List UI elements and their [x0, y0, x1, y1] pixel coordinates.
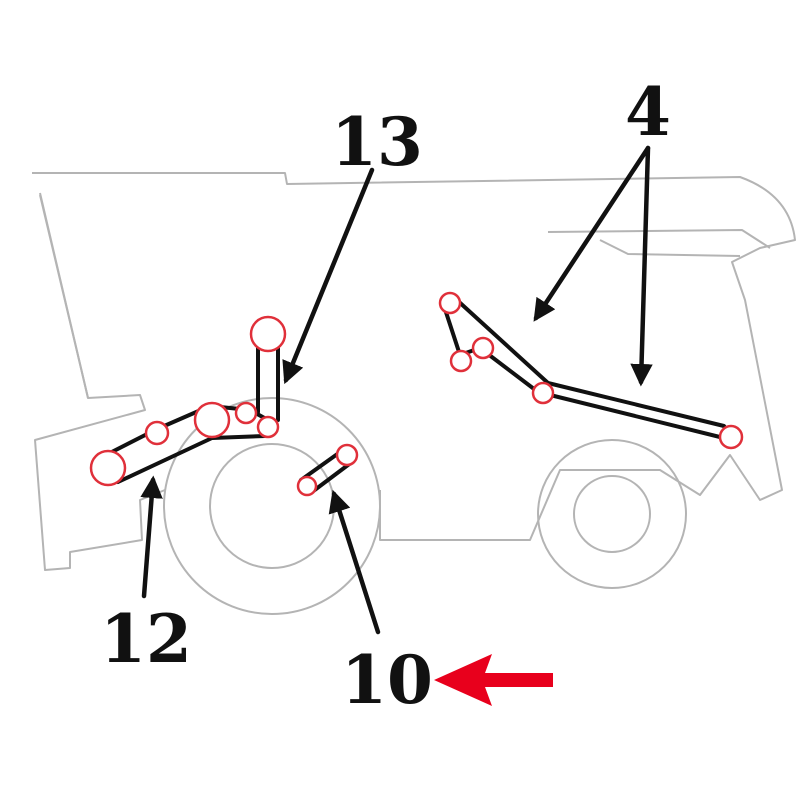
small-belt-lower-pulley — [296, 475, 318, 497]
rear-mid-pulley — [531, 381, 555, 405]
callout-4: 4 — [625, 73, 671, 151]
rear-belt-4 — [440, 298, 734, 442]
vertical-belt-13 — [256, 336, 280, 422]
highlight-arrow — [434, 654, 553, 706]
rear-rim — [573, 475, 651, 553]
callout-12: 12 — [100, 600, 192, 678]
callout-13: 13 — [331, 103, 423, 181]
combine-body-outline — [32, 172, 796, 571]
feeder-idler-pulley — [144, 420, 170, 446]
upper-vertical-pulley — [249, 315, 287, 353]
rear-end-pulley — [718, 424, 744, 450]
small-belt-upper-pulley — [335, 443, 359, 467]
front-wall-outline — [39, 192, 89, 399]
rear-tire — [537, 439, 687, 589]
feeder-drive-pulley — [89, 449, 127, 487]
front-feeder-outline — [34, 194, 166, 571]
front-rim — [209, 443, 335, 569]
pointer-12 — [140, 475, 163, 599]
pointer-4-right — [630, 145, 653, 387]
pointer-4-left — [533, 145, 651, 322]
feeder-small-pulley — [234, 401, 258, 425]
rear-idler-pulley — [471, 336, 495, 360]
feeder-end-pulley — [256, 415, 280, 439]
feeder-mid-pulley — [193, 401, 231, 439]
rear-top-pulley — [438, 291, 462, 315]
pointer-10 — [328, 489, 381, 635]
cab-roof-outline — [547, 229, 771, 249]
front-tire — [163, 397, 381, 615]
pointer-13 — [282, 167, 375, 385]
rear-deck-outline — [599, 239, 741, 257]
callout-pointers — [140, 145, 653, 635]
rear-low-pulley — [449, 349, 473, 373]
callout-10: 10 — [341, 641, 433, 719]
belt-drives — [98, 298, 734, 494]
pulleys — [89, 291, 744, 497]
rear-wheel — [537, 439, 687, 589]
